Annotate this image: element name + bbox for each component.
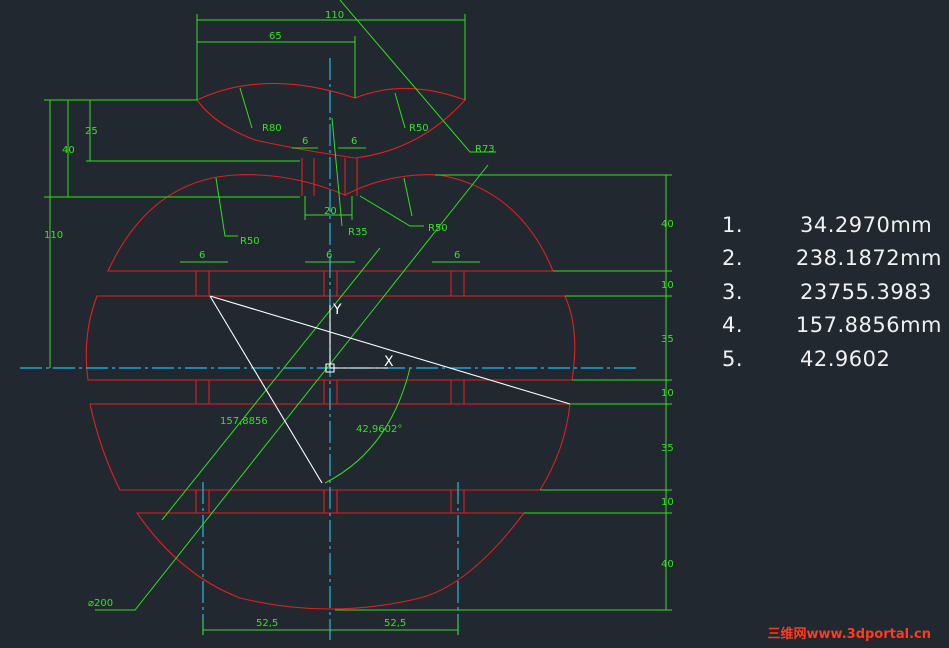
dim-right-35-a: 35 — [661, 334, 674, 345]
result-row: 3. 23755.3983 — [722, 275, 942, 309]
result-value: 34.2970mm — [800, 212, 933, 237]
dim-r35: R35 — [348, 227, 368, 238]
results-list: 1. 34.2970mm 2. 238.1872mm 3. 23755.3983… — [722, 208, 942, 376]
dim-right-35-b: 35 — [661, 443, 674, 454]
measurement-lines — [209, 295, 571, 484]
result-index: 3. — [722, 279, 744, 304]
dim-bottom-right: 52,5 — [384, 618, 406, 629]
dim-slot-6-right: 6 — [351, 136, 357, 147]
dim-r50-mid: R50 — [428, 223, 448, 234]
dim-right-40-top: 40 — [661, 219, 674, 230]
dim-r50-left: R50 — [240, 236, 260, 247]
result-index: 4. — [722, 313, 744, 338]
result-value: 23755.3983 — [800, 279, 932, 304]
dim-slot-6-left: 6 — [302, 136, 308, 147]
dim-bottom-left: 52,5 — [256, 618, 278, 629]
dim-right-10-b: 10 — [661, 388, 674, 399]
result-value: 42.9602 — [800, 346, 891, 371]
result-row: 4. 157.8856mm — [722, 309, 942, 343]
dim-r73: R73 — [475, 144, 495, 155]
stem-slot — [301, 158, 358, 196]
connector-posts — [195, 271, 465, 513]
measure-triangle — [209, 295, 571, 484]
site-watermark: 三维网www.3dportal.cn — [767, 627, 931, 642]
dim-measured-length: 157,8856 — [220, 416, 268, 427]
dim-left-25: 25 — [85, 126, 98, 137]
dimension-lines — [44, 0, 672, 635]
result-index: 2. — [722, 246, 744, 271]
bottom-bowl — [135, 512, 526, 610]
dim-top-offset: 65 — [269, 31, 282, 42]
dim-left-110: 110 — [44, 230, 63, 241]
result-row: 2. 238.1872mm — [722, 242, 942, 276]
result-index: 5. — [722, 346, 744, 371]
dim-right-10-c: 10 — [661, 497, 674, 508]
dim-top-width: 110 — [325, 10, 344, 21]
dim-tick-6-a: 6 — [199, 250, 205, 261]
dim-diameter: ⌀200 — [88, 598, 113, 609]
dim-tick-6-b: 6 — [326, 250, 332, 261]
ucs-y-label: Y — [332, 302, 342, 318]
result-row: 5. 42.9602 — [722, 342, 942, 376]
dim-measured-angle: 42,9602° — [356, 424, 402, 435]
ucs-x-label: X — [384, 354, 394, 370]
result-index: 1. — [722, 212, 744, 237]
dim-left-40: 40 — [62, 145, 75, 156]
dim-right-40-bot: 40 — [661, 559, 674, 570]
dim-r80: R80 — [262, 123, 282, 134]
dim-tick-6-c: 6 — [454, 250, 460, 261]
top-lens-outline — [196, 82, 466, 159]
ucs-icon — [325, 305, 388, 373]
dim-right-10-a: 10 — [661, 280, 674, 291]
result-value: 157.8856mm — [795, 313, 942, 338]
upper-dome — [107, 174, 554, 272]
dim-slot-20: 20 — [324, 206, 337, 217]
result-value: 238.1872mm — [795, 246, 942, 271]
dim-r50-top: R50 — [409, 123, 429, 134]
result-row: 1. 34.2970mm — [722, 208, 942, 242]
